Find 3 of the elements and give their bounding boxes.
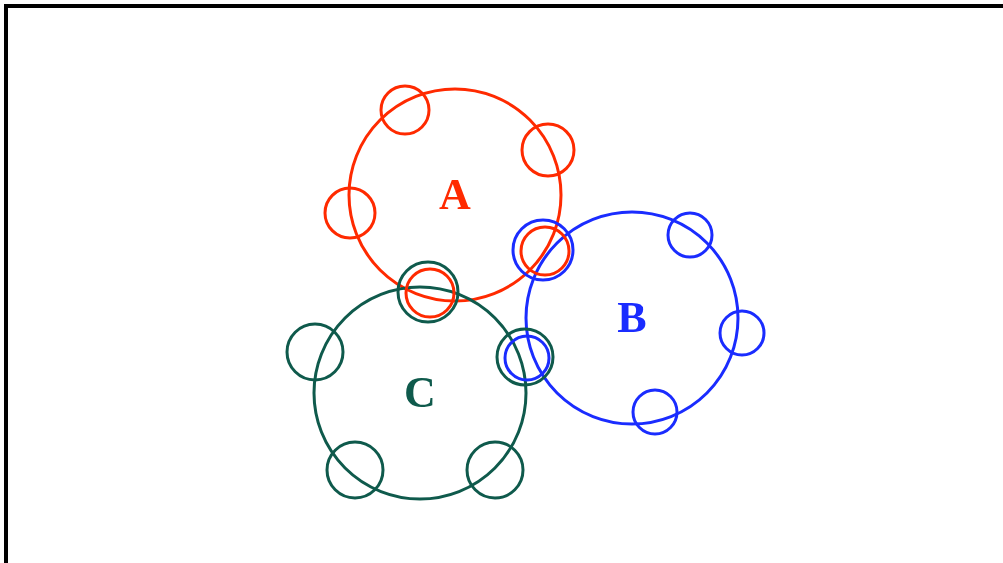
circle-letter: B [617, 296, 647, 340]
circle-letter: C [404, 371, 436, 415]
circle-letter: A [439, 173, 471, 217]
